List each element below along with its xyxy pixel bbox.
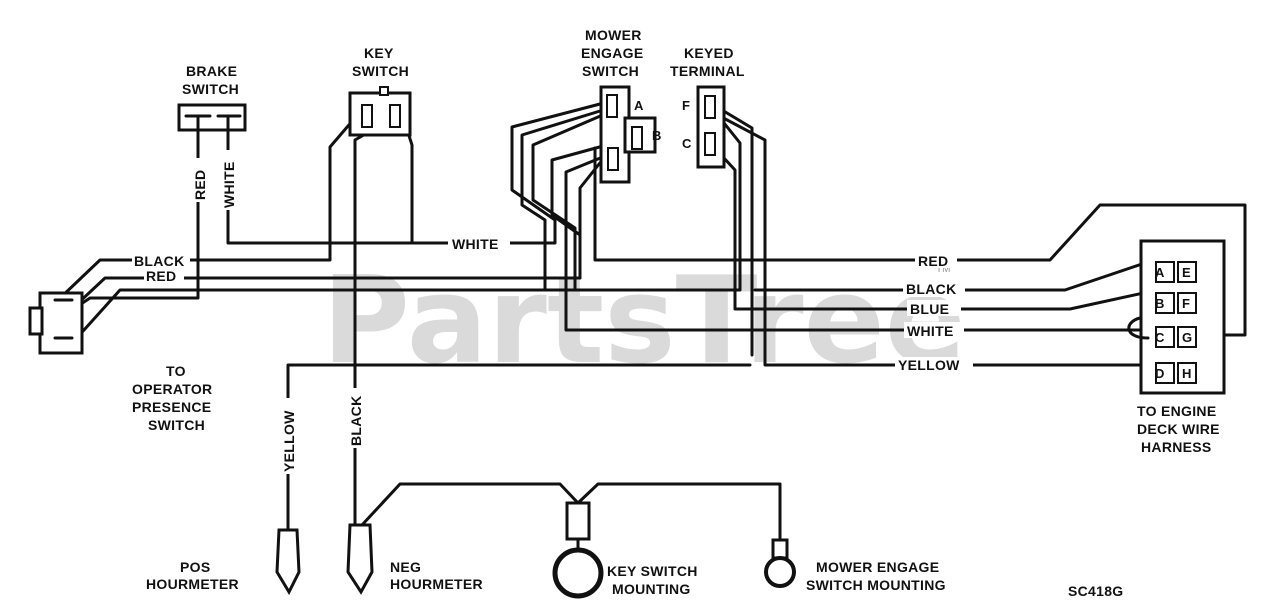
wire-white-brake	[226, 102, 602, 245]
harness-pin-a: A	[1155, 265, 1165, 280]
harness-pin-b: B	[1155, 296, 1164, 311]
mower-engage-mounting-terminal: MOWER ENGAGE SWITCH MOUNTING	[764, 538, 946, 593]
wire-label-yellow-right: YELLOW	[898, 357, 960, 373]
wire-blue-harness	[710, 143, 1150, 311]
wire-label-black-left: BLACK	[134, 253, 185, 269]
mower-engage-label-1: MOWER	[585, 27, 642, 43]
keyed-terminal-label-2: TERMINAL	[670, 63, 745, 79]
pos-hourmeter-label-2: HOURMETER	[146, 576, 239, 592]
drawing-code: SC418G	[1068, 583, 1124, 599]
harness-pin-h: H	[1182, 366, 1191, 381]
neg-hourmeter-label-1: NEG	[390, 559, 421, 575]
wire-mower-a3	[531, 112, 607, 292]
pos-hourmeter-terminal: POS HOURMETER	[146, 528, 301, 596]
neg-hourmeter-label-2: HOURMETER	[390, 576, 483, 592]
wire-label-black-right: BLACK	[906, 281, 957, 297]
engine-deck-label-1: TO ENGINE	[1137, 403, 1216, 419]
key-switch-label-2: SWITCH	[352, 63, 409, 79]
pos-hourmeter-label-1: POS	[180, 559, 210, 575]
wire-label-blue-right: BLUE	[910, 301, 949, 317]
wire-label-red-left: RED	[146, 268, 176, 284]
operator-label-1: TO	[166, 363, 186, 379]
key-switch-mounting-terminal: KEY SWITCH MOUNTING	[552, 501, 698, 599]
engine-deck-label-2: DECK WIRE	[1137, 421, 1220, 437]
operator-presence-connector: TO OPERATOR PRESENCE SWITCH	[28, 291, 212, 433]
harness-jumper	[1127, 316, 1150, 340]
brake-switch: BRAKE SWITCH	[177, 63, 247, 134]
wire-black-left	[56, 110, 362, 302]
operator-label-2: OPERATOR	[132, 381, 212, 397]
wire-label-white-vertical: WHITE	[221, 161, 237, 208]
wire-mower-b2	[550, 138, 627, 280]
harness-pin-c: C	[1155, 330, 1165, 345]
mower-engage-switch: A B MOWER ENGAGE SWITCH	[581, 27, 661, 184]
brake-switch-label-1: BRAKE	[186, 63, 237, 79]
mower-engage-label-3: SWITCH	[582, 63, 639, 79]
key-switch-mounting-label-2: MOUNTING	[612, 581, 691, 597]
wire-ground-branch	[576, 482, 782, 547]
harness-pin-e: E	[1182, 265, 1191, 280]
trademark: TM	[936, 264, 950, 275]
keyed-terminal-label-1: KEYED	[684, 45, 734, 61]
key-switch-label-1: KEY	[364, 45, 394, 61]
wire-white-harness	[564, 150, 1150, 332]
mower-engage-mounting-label-2: SWITCH MOUNTING	[806, 577, 946, 593]
operator-label-3: PRESENCE	[132, 399, 211, 415]
operator-label-4: SWITCH	[148, 417, 205, 433]
keyed-terminal: F C KEYED TERMINAL	[670, 45, 745, 169]
mower-engage-mounting-label-1: MOWER ENGAGE	[816, 559, 939, 575]
wire-yellow-pos	[286, 363, 752, 532]
harness-pin-d: D	[1155, 366, 1164, 381]
keyed-pin-f: F	[682, 98, 690, 113]
wire-black-run	[73, 106, 742, 342]
harness-pin-g: G	[1182, 330, 1192, 345]
engine-deck-connector: A E B F C G D H TO ENGINE DECK WIRE HARN…	[1127, 239, 1226, 455]
keyed-pin-c: C	[682, 136, 692, 151]
engine-deck-label-3: HARNESS	[1141, 439, 1212, 455]
wire-label-red-right: RED	[918, 253, 948, 269]
wire-label-yellow-vertical: YELLOW	[281, 410, 297, 472]
wire-red-run	[593, 146, 1247, 337]
mower-engage-label-2: ENGAGE	[581, 45, 643, 61]
brake-switch-label-2: SWITCH	[182, 81, 239, 97]
wire-black-harness	[753, 260, 1150, 292]
watermark: PartsTree	[322, 252, 966, 391]
wire-label-red-vertical: RED	[192, 170, 208, 200]
mower-pin-a: A	[634, 98, 644, 113]
wire-label-white-right: WHITE	[907, 323, 954, 339]
harness-pin-f: F	[1182, 296, 1190, 311]
key-switch: KEY SWITCH	[348, 45, 412, 137]
neg-hourmeter-terminal: NEG HOURMETER	[346, 523, 483, 595]
wire-label-black-vertical: BLACK	[348, 396, 364, 447]
key-switch-mounting-label-1: KEY SWITCH	[607, 563, 698, 579]
wire-label-white-mid: WHITE	[452, 236, 499, 252]
wire-labels: RED WHITE WHITE BLACK RED RED BLACK BLUE…	[132, 150, 973, 474]
wire-ground-main	[360, 482, 580, 527]
wire-mower-a2	[520, 109, 602, 292]
mower-pin-b: B	[652, 128, 661, 143]
